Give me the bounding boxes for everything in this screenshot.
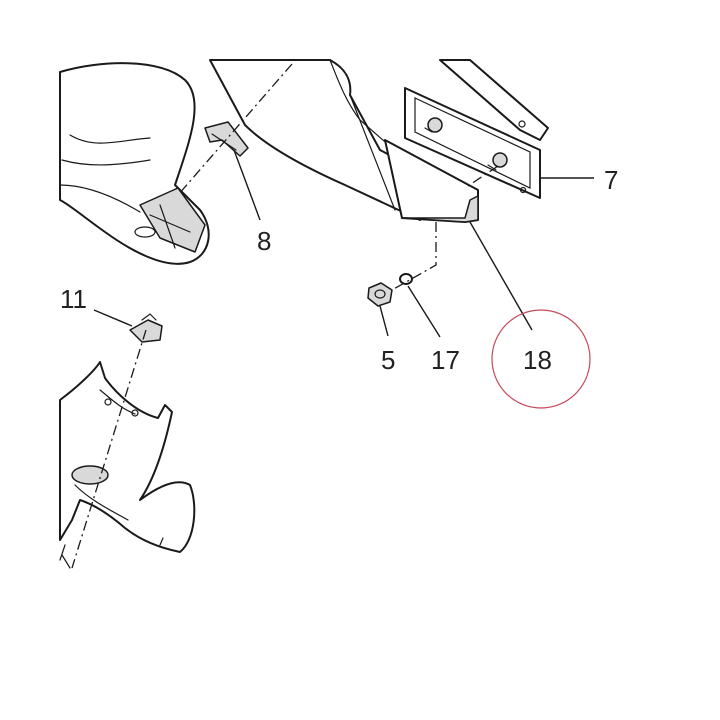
callout-11: 11 <box>60 284 87 314</box>
callout-18: 18 <box>523 345 552 375</box>
leader-lines <box>93 149 594 338</box>
clip-part-8 <box>204 121 249 157</box>
upper-body-panel <box>59 62 210 265</box>
nut-part-5 <box>367 282 393 307</box>
highlight-circle <box>491 309 591 409</box>
lower-cowl-panel <box>59 361 196 569</box>
axis-clip-8 <box>177 63 293 196</box>
axis-nut-5 <box>391 222 437 291</box>
assembly-axes <box>71 63 499 569</box>
plate-holder-part-7 <box>404 87 541 199</box>
leader-11 <box>93 309 133 327</box>
support-arm <box>439 59 549 141</box>
washer-part-17 <box>399 273 413 285</box>
axis-plate-bolt <box>464 165 499 189</box>
leader-5 <box>379 305 389 337</box>
callout-17: 17 <box>431 345 460 375</box>
bracket-part-18 <box>384 139 479 223</box>
leader-8 <box>233 149 261 221</box>
leader-17 <box>407 285 441 338</box>
callout-labels: 7 8 11 5 17 18 <box>60 165 618 375</box>
clip-part-11 <box>129 313 163 343</box>
axis-clip-11 <box>71 329 147 569</box>
callout-7: 7 <box>604 165 618 195</box>
callout-5: 5 <box>381 345 395 375</box>
leader-18 <box>469 221 533 331</box>
callout-8: 8 <box>257 226 271 256</box>
